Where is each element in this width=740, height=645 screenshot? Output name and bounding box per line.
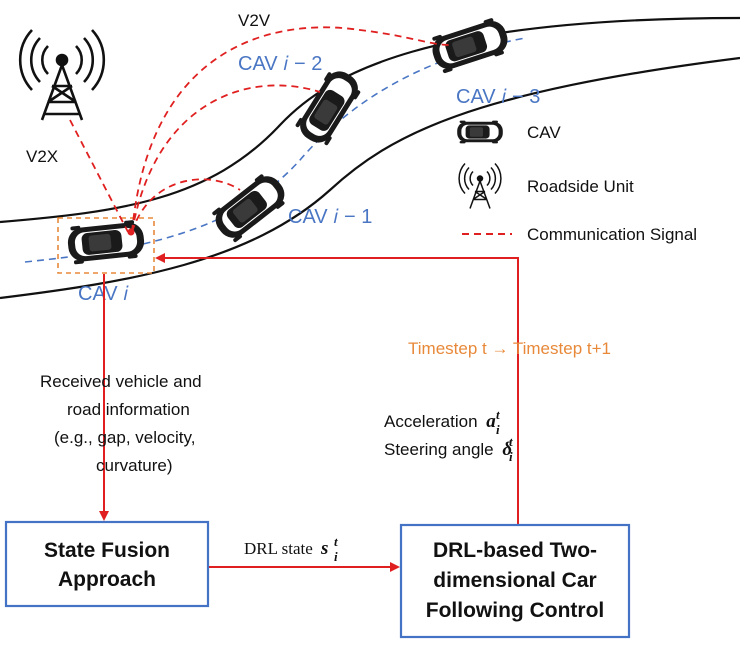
drl-title-line2: dimensional Car <box>433 569 596 592</box>
drl-title-line3: Following Control <box>426 599 604 622</box>
timestep-label: Timestep t → Timestep t+1 <box>408 339 611 358</box>
cav-i-minus-1-label: CAV 𝑖 − 1 <box>288 206 372 228</box>
road-edge-lower <box>0 56 740 300</box>
svg-text:road information: road information <box>67 400 190 419</box>
legend-car-icon <box>456 119 504 144</box>
acceleration-label: Acceleration <box>384 412 478 431</box>
road-edge-upper <box>0 16 740 224</box>
svg-text:curvature): curvature) <box>96 456 173 475</box>
v2v-signal-to-i-3 <box>131 26 451 233</box>
received-info-text: Received vehicle and road information (e… <box>40 372 202 475</box>
steering-label: Steering angle <box>384 440 494 459</box>
cav-i-highlight-box <box>57 217 155 274</box>
svg-text:Acceleration a: Acceleration a <box>384 411 496 432</box>
svg-text:(e.g., gap, velocity,: (e.g., gap, velocity, <box>54 428 195 447</box>
legend-communication-signal-label: Communication Signal <box>527 225 697 244</box>
communication-signals <box>69 26 451 233</box>
control-output-text: Acceleration a t i Steering angle δ t i <box>384 407 513 464</box>
svg-text:t: t <box>334 534 338 549</box>
legend-cav-label: CAV <box>527 123 561 142</box>
v2v-label: V2V <box>238 11 271 30</box>
acceleration-symbol: a <box>486 411 496 432</box>
legend-roadside-unit-icon <box>458 162 502 209</box>
state-fusion-box: State Fusion Approach <box>4 520 210 608</box>
steering-sup: t <box>509 434 513 449</box>
car-i-minus-1 <box>207 167 293 247</box>
arrow-drl-to-cav <box>155 253 519 524</box>
state-fusion-title-line2: Approach <box>58 568 156 591</box>
state-fusion-title-line1: State Fusion <box>44 539 170 562</box>
acceleration-sup: t <box>496 407 500 422</box>
drl-control-box: DRL-based Two- dimensional Car Following… <box>399 523 631 639</box>
svg-text:i: i <box>334 549 338 564</box>
car-i-minus-3 <box>426 14 514 76</box>
steering-sub: i <box>509 449 513 464</box>
roadside-unit-icon <box>18 29 106 121</box>
car-i-minus-2 <box>291 63 367 151</box>
svg-text:DRL state s: DRL state s <box>244 538 328 559</box>
v2v-signal-to-i-1 <box>131 178 241 233</box>
cav-i-minus-3-label: CAV 𝑖 − 3 <box>456 86 540 108</box>
steering-symbol: δ <box>502 439 512 460</box>
flow-arrows <box>99 253 519 572</box>
v2x-label: V2X <box>26 147 58 166</box>
svg-text:Received vehicle and: Received vehicle and <box>40 372 202 391</box>
acceleration-sub: i <box>496 422 500 437</box>
svg-text:Steering angle δ: Steering angle δ <box>384 439 512 460</box>
legend: CAV Roadside Unit Communication Signal <box>456 119 697 244</box>
cav-i-minus-2-label: CAV 𝑖 − 2 <box>238 53 322 75</box>
legend-roadside-unit-label: Roadside Unit <box>527 177 634 196</box>
v2x-signal <box>69 119 129 233</box>
v2v-signal-to-i-2 <box>131 84 321 233</box>
drl-title-line1: DRL-based Two- <box>433 539 597 562</box>
signal-junction-dot <box>127 228 135 236</box>
drl-state-label: DRL state s t i <box>244 534 338 564</box>
